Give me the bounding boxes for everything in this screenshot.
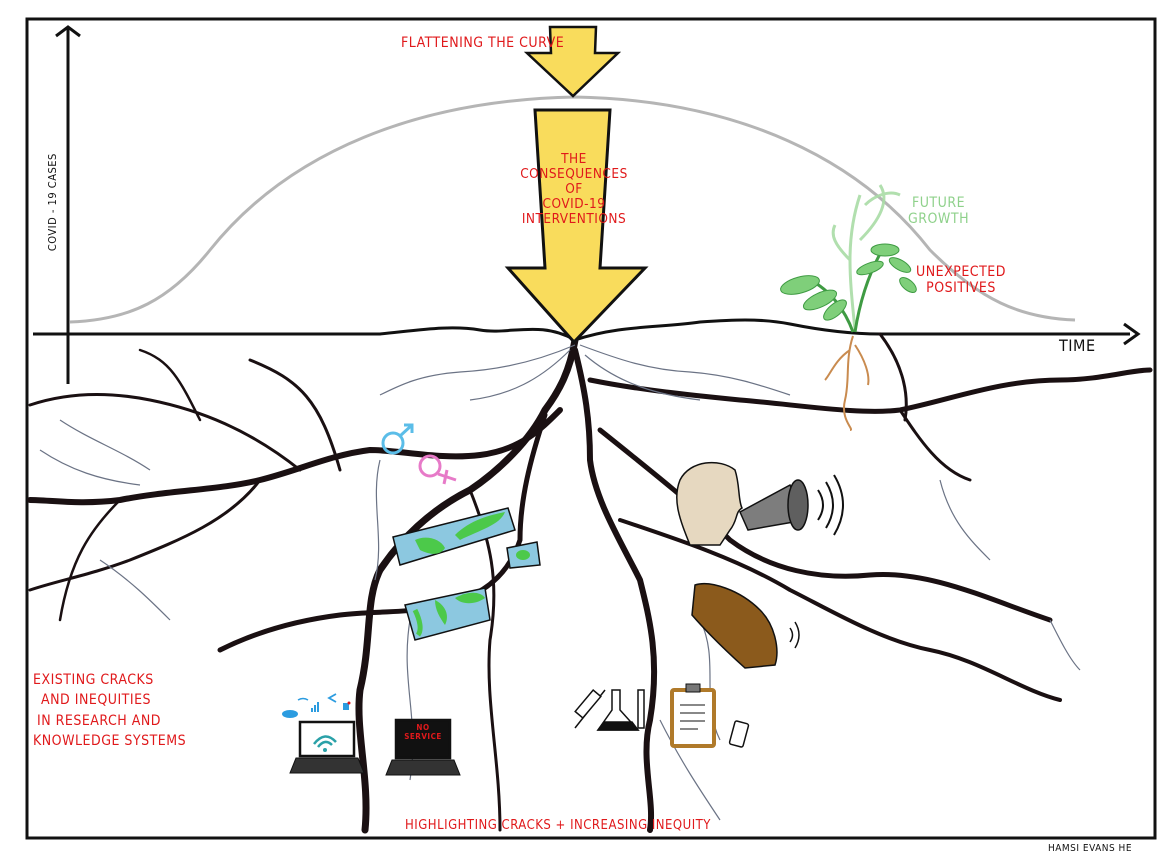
existing-cracks-line-1: Existing cracks bbox=[33, 672, 154, 688]
unexpected-positives-line-1: Unexpected bbox=[916, 264, 1006, 280]
female-symbol-icon bbox=[418, 454, 457, 485]
unexpected-positives-line-2: Positives bbox=[926, 279, 996, 296]
epidemic-curve bbox=[69, 95, 1076, 324]
share-icon bbox=[327, 693, 351, 710]
main-arrow-line-3: of bbox=[565, 181, 583, 198]
chart-title: Flattening the Curve bbox=[401, 35, 565, 51]
main-arrow-label: The Consequences of COVID-19 Interventio… bbox=[503, 151, 645, 228]
x-axis bbox=[33, 318, 1141, 346]
existing-cracks-label: Existing cracks and inequities in resear… bbox=[33, 670, 186, 751]
y-axis bbox=[55, 25, 81, 384]
future-growth-label: Future Growth bbox=[908, 195, 970, 227]
existing-cracks-line-2: and inequities bbox=[41, 692, 152, 709]
main-arrow-line-1: The bbox=[561, 151, 587, 167]
consequences-arrow-icon bbox=[504, 108, 649, 345]
future-growth-line-2: Growth bbox=[908, 210, 970, 227]
y-axis-label: COVID - 19 Cases bbox=[45, 153, 59, 252]
existing-cracks-line-4: knowledge systems bbox=[33, 732, 187, 749]
no-service-label: No Service bbox=[398, 723, 448, 742]
flattening-arrow-icon bbox=[523, 25, 622, 98]
syringe-icon bbox=[574, 689, 606, 729]
existing-cracks-line-3: in research and bbox=[37, 712, 161, 729]
main-arrow-line-2: Consequences bbox=[520, 166, 628, 183]
clipboard-icon bbox=[670, 683, 716, 748]
unexpected-positives-label: Unexpected Positives bbox=[916, 264, 1006, 296]
cloud-icon bbox=[282, 710, 298, 718]
no-service-line-1: No bbox=[416, 723, 430, 732]
laptop-wifi-icon bbox=[289, 720, 365, 774]
x-axis-label: Time bbox=[1059, 336, 1096, 355]
flask-icon bbox=[596, 689, 645, 731]
person-listening-icon bbox=[691, 583, 800, 669]
highlighting-cracks-label: Highlighting cracks + increasing inequit… bbox=[405, 818, 711, 833]
phone-icon bbox=[728, 720, 750, 748]
future-growth-line-1: Future bbox=[911, 195, 966, 211]
megaphone-icon bbox=[739, 474, 844, 536]
laptop-no-service-icon bbox=[385, 718, 461, 776]
person-shouting-icon bbox=[676, 461, 743, 546]
signal-icon bbox=[311, 702, 319, 712]
no-service-line-2: Service bbox=[404, 731, 442, 741]
plant-icon bbox=[780, 184, 917, 431]
wifi-icon bbox=[297, 697, 309, 701]
fine-cracks bbox=[39, 344, 1081, 821]
world-map-icon bbox=[392, 507, 541, 641]
main-arrow-line-5: Interventions bbox=[521, 211, 627, 228]
artist-credit: Hamsi Evans HE bbox=[1048, 843, 1133, 854]
male-symbol-icon bbox=[381, 423, 414, 455]
main-arrow-line-4: COVID-19 bbox=[542, 196, 606, 213]
